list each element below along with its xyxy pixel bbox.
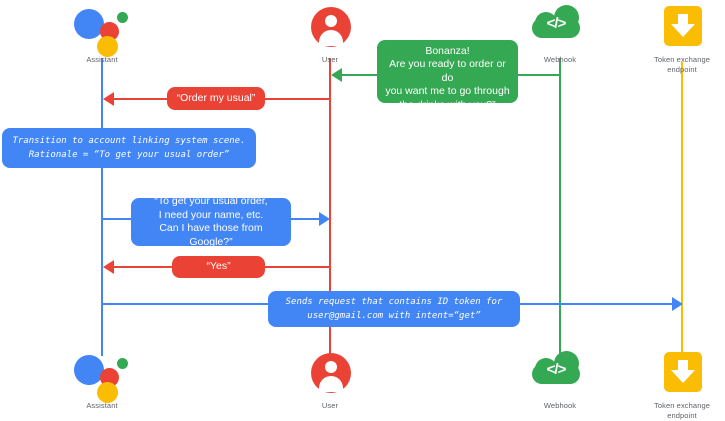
actor-label-token-endpoint: Token exchange endpoint <box>653 55 711 74</box>
arrow-head-order-usual <box>103 92 114 106</box>
message-request-name[interactable]: “To get your usual order, I need your na… <box>131 195 291 248</box>
message-order-my-usual-text: “Order my usual” <box>176 91 256 104</box>
connector-webhook-welcome <box>516 74 560 76</box>
lifeline-assistant <box>101 58 103 356</box>
actor-label-user: User <box>321 55 339 64</box>
code-brackets-glyph: </> <box>546 15 567 32</box>
token-box-base <box>671 38 695 41</box>
assistant-dot-yellow <box>97 36 118 57</box>
message-welcome-text: “Welcome to Boba Bonanza! Are you ready … <box>385 31 510 111</box>
google-assistant-icon <box>74 350 130 403</box>
actor-user-top[interactable]: User <box>275 4 385 65</box>
token-arrow-head <box>671 370 695 383</box>
cloud-code-icon: </> <box>532 4 588 52</box>
message-yes[interactable]: “Yes” <box>172 256 265 278</box>
download-box-icon <box>654 4 710 52</box>
arrow-head-send-id-token <box>672 297 683 311</box>
actor-assistant-top[interactable]: Assistant <box>47 4 157 65</box>
user-icon-head <box>325 361 337 373</box>
user-person-icon <box>302 4 358 52</box>
message-send-id-token-text: Sends request that contains ID token for… <box>285 297 503 321</box>
actor-token-endpoint-top[interactable]: Token exchange endpoint <box>627 4 725 75</box>
cloud-code-icon: </> <box>532 350 588 398</box>
actor-webhook-top[interactable]: </> Webhook <box>505 4 615 65</box>
message-request-name-text: “To get your usual order, I need your na… <box>154 195 268 248</box>
lifeline-token-endpoint <box>681 62 683 352</box>
cloud-puff-right <box>554 5 579 30</box>
message-transition-note[interactable]: Transition to account linking system sce… <box>2 128 256 168</box>
token-arrow-stem <box>678 14 688 26</box>
arrow-head-welcome <box>331 68 342 82</box>
user-icon-head <box>325 15 337 27</box>
assistant-dot-blue <box>74 355 104 385</box>
arrow-head-yes <box>103 260 114 274</box>
cloud-puff-right <box>554 351 579 376</box>
lifeline-webhook <box>559 58 561 356</box>
message-transition-note-text: Transition to account linking system sce… <box>12 136 246 160</box>
actor-label-assistant: Assistant <box>86 401 118 410</box>
message-order-my-usual[interactable]: “Order my usual” <box>167 87 265 110</box>
arrow-head-request-name <box>319 212 330 226</box>
google-assistant-icon <box>74 4 130 57</box>
cloud-puff-left <box>535 358 557 380</box>
actor-user-bottom[interactable]: User <box>275 350 385 411</box>
actor-label-webhook: Webhook <box>543 55 577 64</box>
actor-webhook-bottom[interactable]: </> Webhook <box>505 350 615 411</box>
user-person-icon <box>302 350 358 398</box>
actor-label-user: User <box>321 401 339 410</box>
arrow-line-welcome <box>340 74 380 76</box>
user-icon-body <box>319 376 343 392</box>
actor-assistant-bottom[interactable]: Assistant <box>47 350 157 411</box>
lifeline-user <box>329 58 331 356</box>
assistant-dot-yellow <box>97 382 118 403</box>
actor-label-token-endpoint: Token exchange endpoint <box>653 401 711 420</box>
token-arrow-stem <box>678 360 688 372</box>
assistant-dot-blue <box>74 9 104 39</box>
token-box-base <box>671 384 695 387</box>
cloud-puff-left <box>535 12 557 34</box>
user-icon-body <box>319 30 343 46</box>
message-send-id-token[interactable]: Sends request that contains ID token for… <box>268 291 520 327</box>
actor-label-assistant: Assistant <box>86 55 118 64</box>
download-box-icon <box>654 350 710 398</box>
message-yes-text: “Yes” <box>206 260 231 273</box>
message-welcome[interactable]: “Welcome to Boba Bonanza! Are you ready … <box>377 31 518 111</box>
code-brackets-glyph: </> <box>546 361 567 378</box>
actor-label-webhook: Webhook <box>543 401 577 410</box>
assistant-dot-green <box>117 358 128 369</box>
assistant-dot-green <box>117 12 128 23</box>
actor-token-endpoint-bottom[interactable]: Token exchange endpoint <box>627 350 725 421</box>
token-arrow-head <box>671 24 695 37</box>
